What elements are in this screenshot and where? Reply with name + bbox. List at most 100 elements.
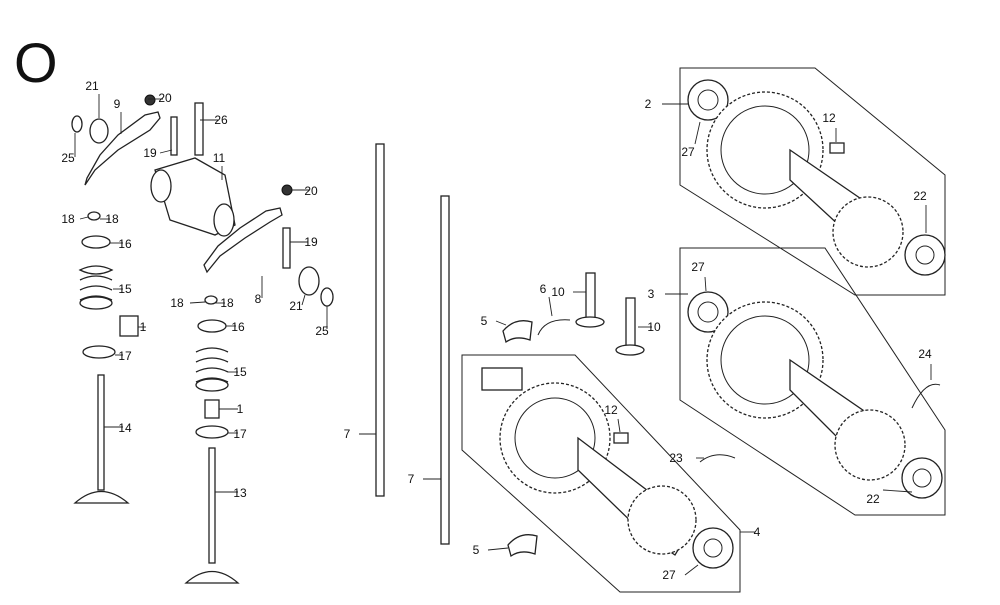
bolt-19b [282,227,291,269]
lifter-10a-stem [585,272,596,322]
cam-lobe-top [832,196,904,268]
clip-6 [537,319,571,336]
bearing-22b [901,457,943,499]
panel-2 [679,67,946,296]
leader-line [694,121,701,145]
nut-20b [281,184,293,196]
callout-11: 11 [213,151,226,165]
holder-end-left [150,169,172,203]
camshaft-assemblies [461,67,946,593]
push-rods [375,143,450,545]
leader-line [495,320,507,326]
spring-12a [829,142,845,154]
valve-stem-14 [97,374,105,491]
callout-6: 6 [540,282,547,296]
section-letter: O [14,31,58,94]
callout-13: 13 [233,486,247,500]
clip-23 [699,454,736,463]
rocker-arm-8 [203,207,283,274]
bearing-22a [904,234,946,276]
panel-4 [461,354,741,593]
retainer-16b [197,319,227,333]
callout-2: 2 [645,97,652,111]
spring-15b-base [195,378,229,392]
leader-line [617,418,621,433]
washer-21 [89,118,109,144]
push-rod-7a [375,143,385,497]
callout-12: 12 [822,111,836,125]
callout-19: 19 [304,235,318,249]
leader-line [548,296,553,317]
retainer-16a [81,235,111,249]
callout-5: 5 [481,314,488,328]
rocker-arm-9 [84,111,161,186]
callout-15: 15 [233,365,247,379]
callout-24: 24 [918,347,932,361]
cam-lobe-mid [834,409,906,481]
spring-seat-17b [195,425,229,439]
leader-line [189,301,206,304]
spring-15b [195,347,229,383]
cotter-18a [87,211,101,221]
lifter-10b-foot [615,344,645,356]
callout-18: 18 [105,212,119,226]
callout-19: 19 [143,146,157,160]
callout-25: 25 [315,324,329,338]
spring-15a [78,265,114,301]
callout-17: 17 [118,349,132,363]
callout-21: 21 [289,299,303,313]
callout-18: 18 [61,212,75,226]
callout-21: 21 [85,79,99,93]
callout-17: 17 [233,427,247,441]
spring-15a-base [79,296,113,310]
circlip-25b [320,287,334,307]
callout-27: 27 [662,568,676,582]
seal-1b [204,399,220,419]
cotter-18b [204,295,218,305]
stud-26 [194,102,204,156]
leader-line [704,276,707,292]
callout-1: 1 [140,320,147,334]
holder-end-right [213,203,235,237]
cam-lobe-low [627,485,697,555]
clip-24 [911,383,941,409]
callout-27: 27 [691,260,705,274]
callout-7: 7 [344,427,351,441]
follower-5b [507,534,538,558]
callout-5: 5 [473,543,480,557]
callout-10: 10 [647,320,661,334]
callout-16: 16 [118,237,132,251]
seal-1a [119,315,139,337]
valve-head-13 [184,570,240,584]
leader-line [882,489,913,493]
callout-12: 12 [604,403,618,417]
callout-22: 22 [866,492,880,506]
leader-line [159,149,173,154]
callout-23: 23 [669,451,683,465]
leader-line [79,216,89,220]
callout-26: 26 [214,113,228,127]
panel-3 [679,247,946,516]
callout-22: 22 [913,189,927,203]
callout-20: 20 [158,91,172,105]
valve-stem-13 [208,447,216,564]
bolt-19a [170,116,178,156]
circlip-25 [71,115,83,133]
spring-seat-17a [82,345,116,359]
lifter-10a-foot [575,316,605,328]
callout-1: 1 [237,402,244,416]
callout-10: 10 [551,285,565,299]
callout-14: 14 [118,421,132,435]
callout-27: 27 [681,145,695,159]
cam-shaft-end [481,367,523,391]
callout-8: 8 [255,292,262,306]
callout-16: 16 [231,320,245,334]
bearing-27c [692,527,734,569]
callout-3: 3 [648,287,655,301]
valve-head-14 [73,490,130,504]
callout-15: 15 [118,282,132,296]
leader-line [301,294,306,306]
callout-20: 20 [304,184,318,198]
